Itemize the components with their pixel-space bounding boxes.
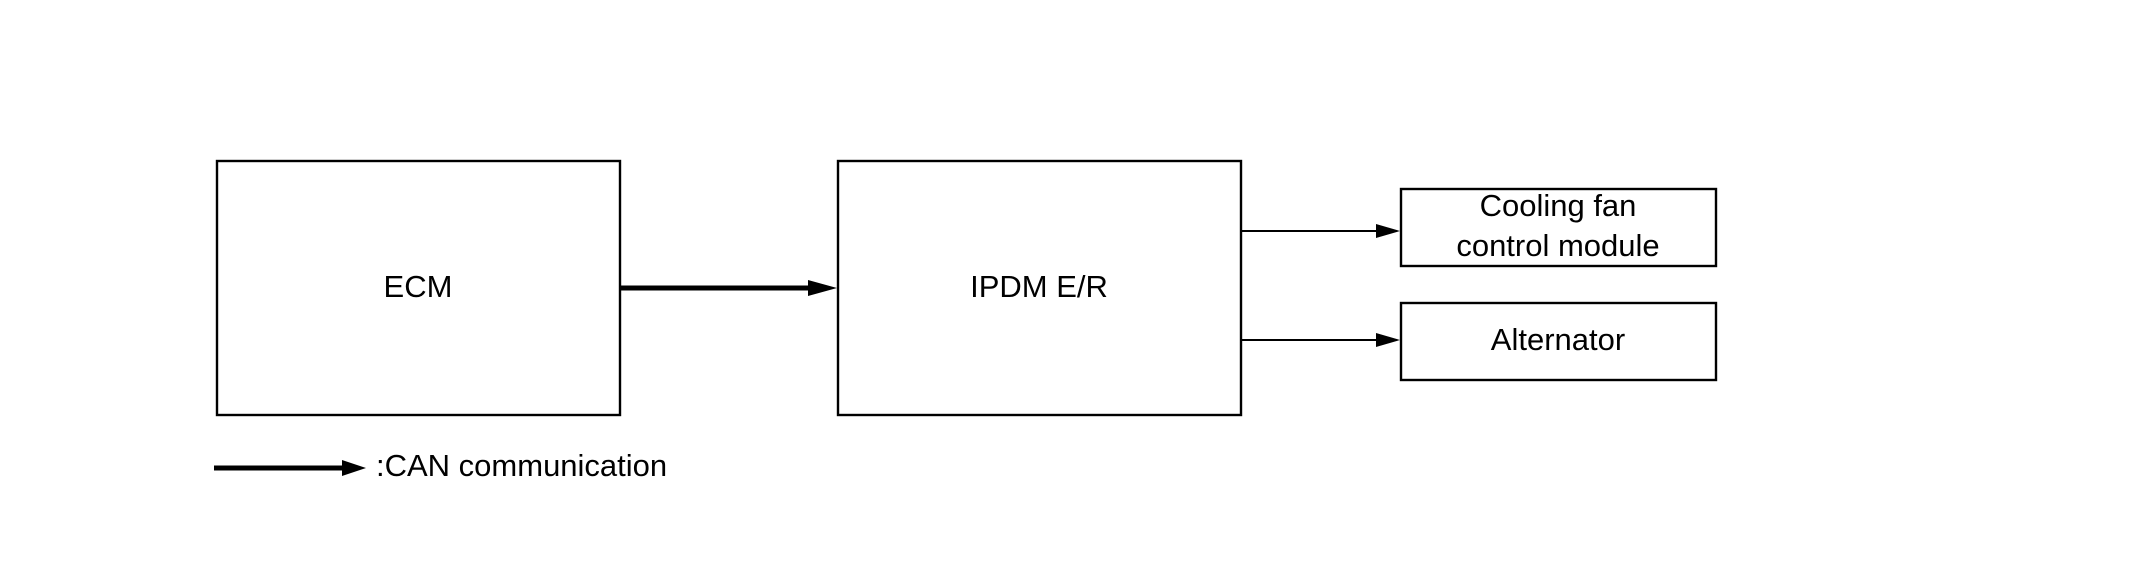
alternator-label: Alternator (1491, 322, 1625, 357)
edge-ecm-to-ipdm (620, 280, 837, 296)
cooling-fan-node: Cooling fan control module (1399, 187, 1718, 268)
ipdm-label: IPDM E/R (970, 269, 1108, 304)
ecm-label: ECM (384, 269, 453, 304)
cooling-fan-label-line2: control module (1456, 228, 1659, 263)
ipdm-node: IPDM E/R (836, 159, 1243, 417)
ecm-node: ECM (215, 159, 622, 417)
edge-ipdm-to-cooling-fan (1241, 224, 1400, 238)
edge-ecm-to-ipdm-arrowhead (808, 280, 837, 296)
edge-ipdm-to-cooling-fan-arrowhead (1376, 224, 1400, 238)
cooling-fan-label-line1: Cooling fan (1480, 188, 1637, 223)
cooling-fan-box (1399, 187, 1718, 268)
alternator-box (1399, 301, 1718, 382)
alternator-node: Alternator (1399, 301, 1718, 382)
legend: :CAN communication (214, 448, 667, 483)
legend-can-label: :CAN communication (376, 448, 667, 483)
ecm-box (215, 159, 622, 417)
legend-can-arrowhead (342, 460, 366, 476)
ipdm-box (836, 159, 1243, 417)
edge-ipdm-to-alternator (1241, 333, 1400, 347)
edge-ipdm-to-alternator-arrowhead (1376, 333, 1400, 347)
